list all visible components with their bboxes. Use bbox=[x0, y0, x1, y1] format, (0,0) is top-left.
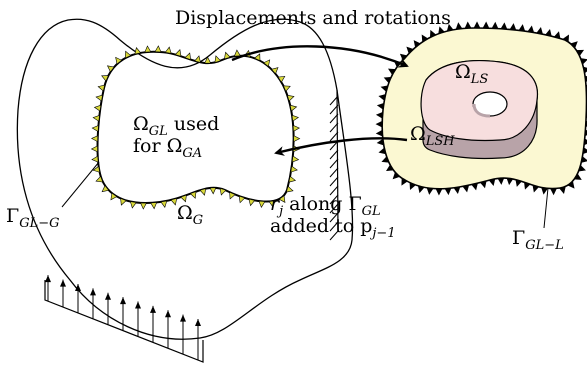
gamma-gll-label: ΓGL−L bbox=[512, 227, 564, 253]
rj-label-line1: rj along ΓGL bbox=[270, 193, 381, 219]
inclusion-solid bbox=[420, 60, 539, 160]
omega-g-label: ΩG bbox=[177, 202, 203, 228]
rj-label-line2: added to pj−1 bbox=[270, 215, 396, 241]
global-local-subregion bbox=[90, 45, 301, 210]
gamma-gll-leader bbox=[543, 187, 549, 229]
fixed-support-hatching bbox=[329, 89, 339, 241]
omega-ga-label: for ΩGA bbox=[133, 135, 202, 161]
distributed-load bbox=[44, 275, 204, 363]
gamma-glg-label: ΓGL−G bbox=[6, 205, 59, 231]
omega-gl-label: ΩGL used bbox=[133, 113, 219, 139]
global-domain-boundary bbox=[16, 18, 354, 340]
gamma-glg-leader bbox=[61, 161, 100, 208]
omega-ls-label: ΩLS bbox=[455, 61, 488, 87]
residual-transfer-arrow bbox=[274, 137, 408, 156]
diagram-title: Displacements and rotations bbox=[175, 7, 451, 29]
omega-lsh-label: ΩLSH bbox=[410, 123, 455, 149]
displacement-transfer-arrow bbox=[231, 45, 409, 68]
